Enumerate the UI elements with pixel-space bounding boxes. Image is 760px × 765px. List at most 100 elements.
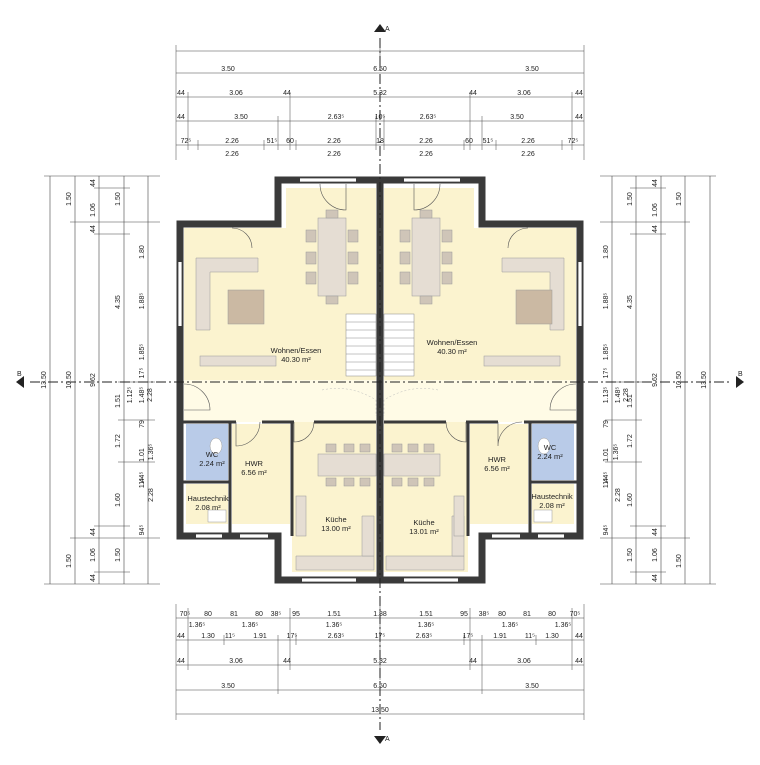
dim-label: 44: [652, 574, 659, 582]
room-area: 2.08 m²: [195, 503, 221, 512]
door-swing-hwr-right: [497, 421, 523, 447]
dim-label: 60: [286, 138, 294, 145]
dim-label: 51⁵: [483, 138, 494, 145]
door-swing: [231, 227, 253, 249]
dim-label: 44: [90, 528, 97, 536]
dim-label: 1.06: [652, 548, 659, 562]
room-name: HWR: [245, 459, 263, 468]
dim-label: 1.85⁵: [603, 344, 610, 361]
shelf-right: [453, 495, 465, 537]
dim-label: 1.50: [627, 548, 634, 562]
door-swing: [507, 227, 529, 249]
staircase-left: [345, 313, 377, 377]
dim-right-total: 13.50: [701, 371, 708, 389]
dim-label: 80: [548, 611, 556, 618]
dim-label: 81: [523, 611, 531, 618]
dim-label: 3.06: [517, 90, 531, 97]
room-name: Haustechnik: [531, 492, 573, 501]
dim-label: 3.50: [234, 114, 248, 121]
dim-label: 1.48⁵: [615, 387, 622, 404]
dim-label: 44: [469, 658, 477, 665]
dim-label: 1.88⁵: [603, 293, 610, 310]
dim-label: 1.72: [627, 434, 634, 448]
dim-label: 17⁵: [463, 633, 474, 640]
dim-label: 11⁵: [139, 478, 146, 488]
dim-label: 1.13⁵: [603, 387, 610, 404]
dim-label: 38⁵: [479, 611, 490, 618]
room-name: Haustechnik: [187, 494, 229, 503]
dim-label: 1.12⁵: [127, 387, 134, 404]
dim-label: 17⁵: [139, 368, 146, 379]
section-arrow-bottom: [374, 736, 386, 744]
dim-label: 1.50: [66, 192, 73, 206]
dim-label: 3.50: [525, 683, 539, 690]
dim-label: 2.63⁵: [420, 114, 437, 121]
dim-label: 11⁵: [525, 633, 535, 640]
floor-hwr-right: [470, 424, 528, 524]
dim-label: 9.62: [652, 373, 659, 387]
dim-label: 60: [465, 138, 473, 145]
dim-label: 1.36⁵: [242, 622, 259, 629]
room-name: Küche: [325, 515, 346, 524]
dim-label: 2.28: [148, 488, 155, 502]
dim-label: 2.26: [521, 151, 535, 158]
dim-label: 44: [652, 225, 659, 233]
kitchen-table-right: [383, 453, 441, 477]
dim-label: 10.50: [66, 371, 73, 389]
left-dimension-labels: 13.50 1.50 10.50 1.50 44 1.06 44 9.62 44…: [41, 179, 155, 582]
dim-label: 80: [204, 611, 212, 618]
coffee-table-left: [227, 289, 265, 325]
dim-label: 1.06: [90, 548, 97, 562]
dim-label: 1.72: [115, 434, 122, 448]
floor-hall-left: [184, 380, 376, 422]
staircase-right: [383, 313, 415, 377]
dim-label: 44: [177, 114, 185, 121]
dim-label: 2.26: [419, 151, 433, 158]
floor-wc-right: [532, 424, 574, 480]
terrace-door-left: [319, 183, 347, 211]
dim-label: 44: [575, 658, 583, 665]
dim-label: 2.63⁵: [416, 633, 433, 640]
dim-label: 80: [498, 611, 506, 618]
dim-label: 44: [90, 179, 97, 187]
dim-label: 1.36⁵: [148, 444, 155, 461]
floor-hall-right: [384, 380, 576, 422]
dim-label: 1.80: [139, 245, 146, 259]
section-label-top: A: [385, 26, 390, 33]
door-swing-hwr-left: [235, 421, 261, 447]
coffee-table-right: [515, 289, 553, 325]
dim-label: 72⁵: [181, 138, 192, 145]
dim-label: 1.60: [627, 493, 634, 507]
dim-label: 70⁵: [180, 611, 191, 618]
dim-label: 5.32: [373, 658, 387, 665]
dim-label: 2.28: [623, 388, 630, 402]
dim-label: 1.51: [419, 611, 433, 618]
dim-label: 3.50: [510, 114, 524, 121]
dim-label: 1.36⁵: [502, 622, 519, 629]
dim-label: 38⁵: [271, 611, 282, 618]
dim-label: 1.50: [627, 192, 634, 206]
dim-label: 95: [292, 611, 300, 618]
room-area: 40.30 m²: [281, 355, 311, 364]
dim-label: 1.48⁵: [139, 387, 146, 404]
dim-label: 44: [283, 658, 291, 665]
dim-label: 44: [177, 90, 185, 97]
dim-label: 1.88⁵: [139, 293, 146, 310]
dim-label: 1.85⁵: [139, 344, 146, 361]
dim-label: 79: [603, 420, 610, 428]
dim-label: 44: [469, 90, 477, 97]
dim-label: 1.51: [115, 394, 122, 408]
sideboard-right: [483, 355, 561, 367]
dim-label: 1.50: [115, 192, 122, 206]
side-dimensions: [44, 175, 716, 585]
dim-label: 2.26: [327, 151, 341, 158]
dim-label: 44: [177, 658, 185, 665]
dim-label: 1.36⁵: [189, 622, 206, 629]
dim-label: 1.30: [201, 633, 215, 640]
dim-label: 79: [139, 420, 146, 428]
room-name: WC: [206, 450, 219, 459]
dim-label: 44: [575, 90, 583, 97]
floor-hwr-left: [232, 424, 290, 524]
toilet-left: [209, 437, 223, 455]
